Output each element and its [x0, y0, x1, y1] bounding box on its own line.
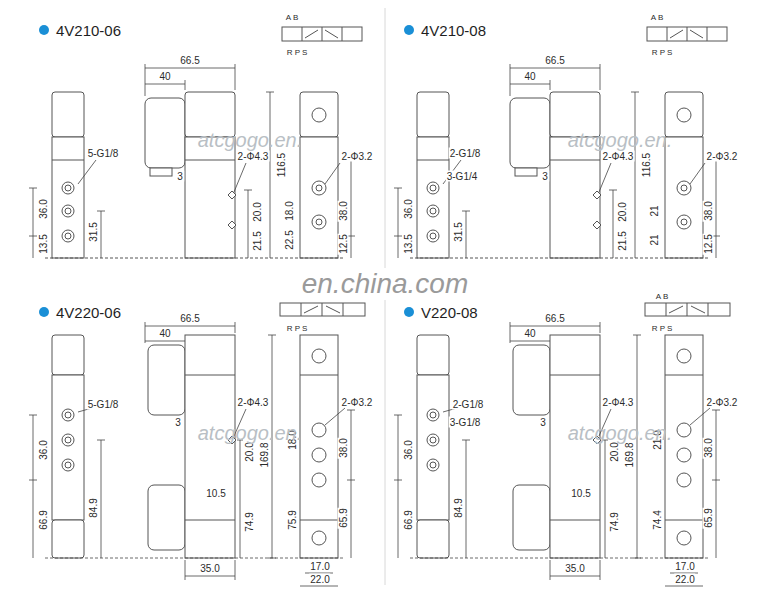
watermark: atcgogo.en.: [197, 422, 304, 444]
dimension: 169.8: [624, 441, 635, 468]
dimension: 38.0: [703, 437, 714, 458]
watermark: en.china.com: [301, 269, 470, 299]
dimension: 169.8: [259, 441, 270, 468]
title-dot: [39, 307, 49, 317]
dimension: 17.0: [674, 561, 695, 572]
dimension: 36.0: [403, 439, 414, 460]
dimension: 35.0: [564, 563, 585, 574]
dimension: 40: [523, 71, 536, 82]
dimension: 3-G1/8: [449, 417, 482, 428]
dimension: 3: [541, 171, 549, 182]
dimension: 2-Φ4.3: [237, 397, 270, 408]
port-letters: R P S: [286, 324, 309, 333]
dimension: 10.5: [570, 488, 591, 499]
dimension: 21.5: [252, 230, 263, 251]
dimension: 38.0: [338, 200, 349, 221]
dimension: 116.5: [641, 152, 652, 178]
dimension: 65.9: [703, 507, 714, 528]
title-dot: [404, 307, 414, 317]
dimension: 2-Φ4.3: [602, 397, 635, 408]
dimension: 21: [649, 233, 660, 246]
dimension: 20.0: [244, 441, 255, 462]
dimension: 75.9: [287, 509, 298, 530]
dimension: 65.9: [338, 507, 349, 528]
port-letters: R P S: [651, 324, 674, 333]
dimension: 84.9: [453, 497, 464, 518]
dimension: 12.5: [703, 233, 714, 254]
dimension: 22.5: [284, 229, 295, 250]
dimension: 31.5: [453, 221, 464, 242]
dimension: 18.0: [284, 200, 295, 221]
dimension: 66.5: [179, 55, 200, 66]
dimension: 2-Φ4.3: [602, 151, 635, 162]
dimension: 17.0: [309, 561, 330, 572]
title-dot: [404, 25, 414, 35]
dimension: 3: [176, 171, 184, 182]
dimension: 74.9: [244, 511, 255, 532]
dimension: 22.0: [309, 574, 330, 585]
port-letters: A B: [285, 13, 299, 22]
dimension: 35.0: [199, 563, 220, 574]
watermark: atcgogo.en.: [567, 129, 674, 151]
port-letters: R P S: [286, 48, 309, 57]
dimension: 40: [158, 328, 171, 339]
dimension: 66.9: [403, 509, 414, 530]
dimension: 66.5: [544, 55, 565, 66]
dimension: 31.5: [88, 221, 99, 242]
dimension: 3-G1/4: [446, 171, 479, 182]
valve-views: [29, 27, 362, 258]
dimension: 40: [523, 328, 536, 339]
dimension: 2-G1/8: [452, 399, 485, 410]
dimension: 36.0: [403, 198, 414, 219]
panel-divider: [385, 8, 386, 268]
valve-views: [29, 303, 365, 586]
dimension: 3: [539, 417, 547, 428]
dimension: 10.5: [205, 488, 226, 499]
dimension: 2-Φ3.2: [341, 397, 374, 408]
dimension: 20.0: [252, 201, 263, 222]
dimension: 2-Φ3.2: [706, 151, 739, 162]
view-title: 4V210-08: [420, 22, 487, 39]
dimension: 84.9: [88, 497, 99, 518]
dimension: 74.9: [609, 511, 620, 532]
panel-divider: [385, 300, 386, 585]
dimension: 40: [158, 71, 171, 82]
dimension: 116.5: [276, 152, 287, 178]
valve-views: [394, 303, 730, 586]
port-letters: A B: [650, 13, 664, 22]
dimension: 20.0: [609, 441, 620, 462]
dimension: 66.5: [544, 313, 565, 324]
view-title: V220-08: [420, 304, 479, 321]
watermark: atcgogo.en.: [567, 422, 674, 444]
dimension: 20.0: [617, 201, 628, 222]
dimension: 66.5: [179, 313, 200, 324]
dimension: 38.0: [703, 200, 714, 221]
dimension: 2-G1/8: [449, 148, 482, 159]
view-title: 4V210-06: [55, 22, 122, 39]
dimension: 5-G1/8: [87, 148, 120, 159]
dimension: 12.5: [338, 233, 349, 254]
dimension: 3: [174, 417, 182, 428]
dimension: 2-Φ3.2: [706, 397, 739, 408]
dimension: 36.0: [38, 198, 49, 219]
valve-views: [394, 27, 727, 258]
view-title: 4V220-06: [55, 304, 122, 321]
title-dot: [39, 25, 49, 35]
dimension: 66.9: [38, 509, 49, 530]
dimension: 38.0: [338, 437, 349, 458]
dimension: 22.0: [674, 574, 695, 585]
dimension: 13.5: [403, 233, 414, 254]
dimension: 5-G1/8: [87, 399, 120, 410]
port-letters: R P S: [651, 48, 674, 57]
dimension: 2-Φ4.3: [237, 151, 270, 162]
watermark: atcgogo.en.: [197, 129, 304, 151]
dimension: 13.5: [38, 233, 49, 254]
dimension: 74.4: [652, 509, 663, 530]
dimension: 2-Φ3.2: [341, 151, 374, 162]
dimension: 21: [649, 204, 660, 217]
port-letters: A B: [655, 292, 669, 301]
dimension: 21.5: [617, 230, 628, 251]
dimension: 36.0: [38, 439, 49, 460]
